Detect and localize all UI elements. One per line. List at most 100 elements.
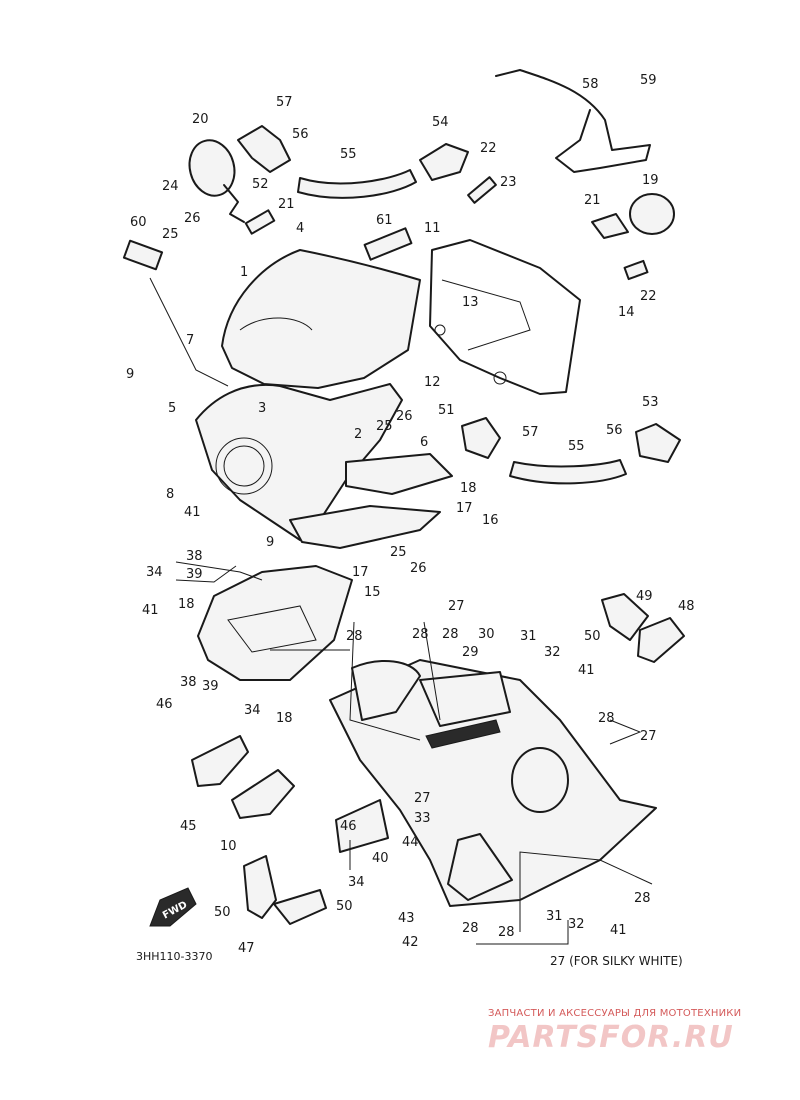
callout-29: 29 — [462, 645, 479, 660]
callout-53: 53 — [642, 395, 659, 410]
callout-22: 22 — [480, 141, 497, 156]
callout-49: 49 — [636, 589, 653, 604]
callout-10: 10 — [220, 839, 237, 854]
watermark-logo: PARTSFOR.RU — [488, 1020, 734, 1055]
callout-57: 57 — [276, 95, 293, 110]
mirror-left — [188, 139, 245, 223]
watermark-caption: ЗАПЧАСТИ И АКСЕССУАРЫ ДЛЯ МОТОТЕХНИКИ — [488, 1008, 742, 1019]
callout-6: 6 — [420, 435, 429, 450]
callout-41c: 41 — [578, 663, 595, 678]
callout-34b: 34 — [244, 703, 261, 718]
callout-27: 27 — [448, 599, 465, 614]
callout-28a: 28 — [346, 629, 363, 644]
drawing-code: 3HH110-3370 — [136, 950, 213, 963]
callout-15: 15 — [364, 585, 381, 600]
callout-54: 54 — [432, 115, 449, 130]
callout-46: 46 — [156, 697, 173, 712]
callout-38b: 38 — [180, 675, 197, 690]
fairing-stay — [429, 239, 581, 395]
callout-56: 56 — [292, 127, 309, 142]
callout-18b: 18 — [178, 597, 195, 612]
callout-28b: 28 — [412, 627, 429, 642]
callout-25: 25 — [162, 227, 179, 242]
callout-7: 7 — [186, 333, 195, 348]
callout-31b: 31 — [546, 909, 563, 924]
callout-40: 40 — [372, 851, 389, 866]
callout-23: 23 — [500, 175, 517, 190]
callout-11: 11 — [424, 221, 441, 236]
callout-17: 17 — [456, 501, 473, 516]
air-duct-upper — [237, 125, 469, 199]
leader-lines — [149, 277, 653, 945]
right-brackets — [601, 593, 685, 663]
callout-60: 60 — [130, 215, 147, 230]
callout-57b: 57 — [522, 425, 539, 440]
windscreen — [221, 249, 421, 389]
callout-41d: 41 — [610, 923, 627, 938]
callout-55b: 55 — [568, 439, 585, 454]
callout-28d: 28 — [598, 711, 615, 726]
callout-18c: 18 — [276, 711, 293, 726]
air-duct-lower — [461, 417, 681, 485]
callout-26b: 26 — [396, 409, 413, 424]
callout-18: 18 — [460, 481, 477, 496]
callout-47: 47 — [238, 941, 255, 956]
callout-9b: 9 — [266, 535, 275, 550]
callout-44: 44 — [402, 835, 419, 850]
callout-51: 51 — [438, 403, 455, 418]
callout-39b: 39 — [202, 679, 219, 694]
callout-21b: 21 — [584, 193, 601, 208]
callout-34: 34 — [146, 565, 163, 580]
callout-34c: 34 — [348, 875, 365, 890]
callout-17b: 17 — [352, 565, 369, 580]
callout-5: 5 — [168, 401, 177, 416]
callout-52: 52 — [252, 177, 269, 192]
callout-28e: 28 — [462, 921, 479, 936]
callout-14: 14 — [618, 305, 635, 320]
callout-28c: 28 — [442, 627, 459, 642]
stay-bracket-upper — [495, 69, 651, 173]
callout-25c: 25 — [390, 545, 407, 560]
callout-31: 31 — [520, 629, 537, 644]
mirror-right — [591, 193, 675, 239]
silky-white-note: 27 (FOR SILKY WHITE) — [550, 954, 683, 968]
callout-30: 30 — [478, 627, 495, 642]
callout-46b: 46 — [340, 819, 357, 834]
callout-13: 13 — [462, 295, 479, 310]
callout-38: 38 — [186, 549, 203, 564]
callout-27c: 27 — [414, 791, 431, 806]
callout-50c: 50 — [336, 899, 353, 914]
callout-33: 33 — [414, 811, 431, 826]
callout-56b: 56 — [606, 423, 623, 438]
callout-16: 16 — [482, 513, 499, 528]
callout-61: 61 — [376, 213, 393, 228]
callout-26: 26 — [184, 211, 201, 226]
callout-25b: 25 — [376, 419, 393, 434]
lower-cowling — [329, 659, 657, 907]
callout-42: 42 — [402, 935, 419, 950]
callout-8: 8 — [166, 487, 175, 502]
callout-20: 20 — [192, 112, 209, 127]
callout-28f: 28 — [498, 925, 515, 940]
callout-48: 48 — [678, 599, 695, 614]
callout-32: 32 — [544, 645, 561, 660]
callout-45: 45 — [180, 819, 197, 834]
callout-9: 9 — [126, 367, 135, 382]
callout-4: 4 — [296, 221, 305, 236]
callout-59: 59 — [640, 73, 657, 88]
callout-39: 39 — [186, 567, 203, 582]
callout-32b: 32 — [568, 917, 585, 932]
callout-2: 2 — [354, 427, 363, 442]
callout-55: 55 — [340, 147, 357, 162]
callout-41: 41 — [184, 505, 201, 520]
callout-58: 58 — [582, 77, 599, 92]
fwd-arrow — [149, 887, 197, 927]
lower-brackets — [191, 735, 389, 925]
callout-12: 12 — [424, 375, 441, 390]
callout-24: 24 — [162, 179, 179, 194]
callout-22b: 22 — [640, 289, 657, 304]
callout-43: 43 — [398, 911, 415, 926]
callout-21: 21 — [278, 197, 295, 212]
